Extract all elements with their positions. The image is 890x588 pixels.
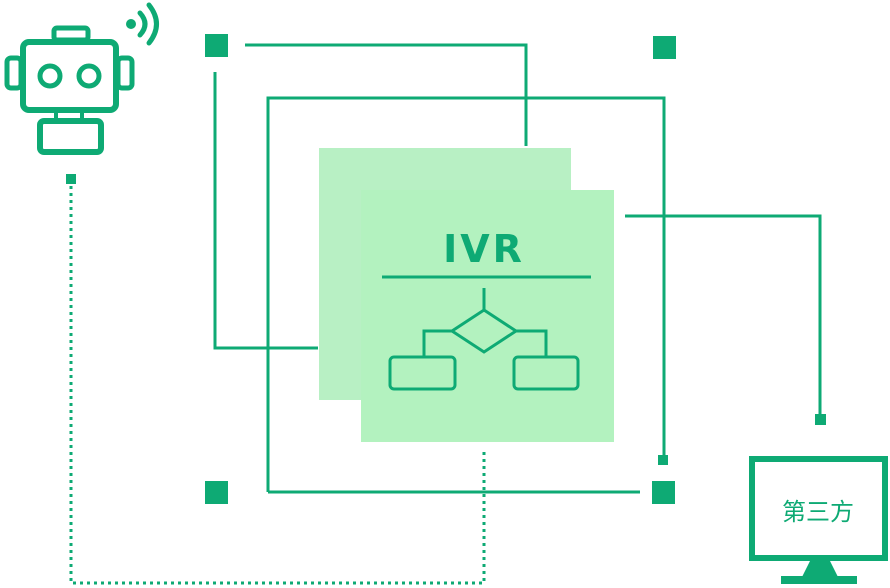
flowchart-icon bbox=[388, 288, 580, 391]
frame-lines bbox=[213, 43, 822, 494]
robot-ivr-dotted-connector bbox=[66, 174, 486, 585]
corner-markers bbox=[205, 34, 826, 504]
monitor-icon: 第三方 bbox=[749, 456, 888, 584]
corner-marker-bottom-right bbox=[652, 481, 675, 504]
corner-marker-top-right bbox=[653, 36, 676, 59]
ivr-panel-group: IVR bbox=[319, 148, 614, 442]
ivr-panel-front bbox=[361, 190, 614, 442]
wireless-signal-icon bbox=[126, 2, 159, 46]
corner-marker-small-right bbox=[815, 414, 826, 425]
ivr-title: IVR bbox=[443, 227, 525, 271]
third-party-label: 第三方 bbox=[782, 498, 854, 526]
corner-marker-small-center bbox=[658, 455, 668, 465]
corner-marker-bottom-left bbox=[205, 481, 228, 504]
robot-icon bbox=[4, 25, 135, 155]
corner-marker-top-left bbox=[205, 34, 228, 57]
